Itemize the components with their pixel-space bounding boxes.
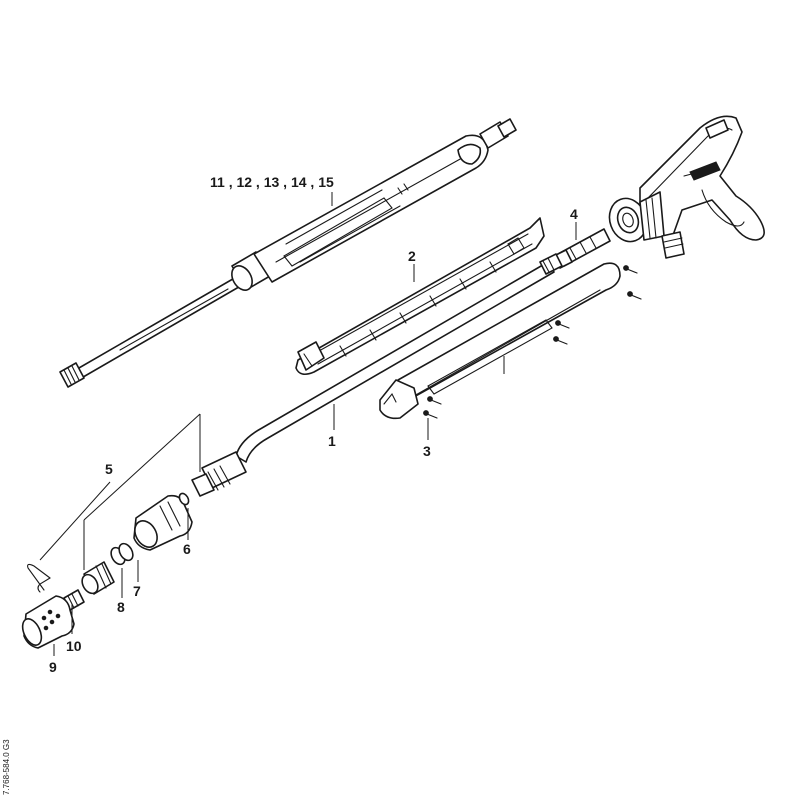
- callout-6: 6: [183, 541, 191, 557]
- callout-7: 7: [133, 583, 141, 599]
- nozzle-body-8: [81, 561, 115, 595]
- o-ring-7-pair: [110, 542, 134, 566]
- callout-10: 10: [66, 638, 82, 654]
- screw-5: [427, 396, 442, 405]
- screw-set: [423, 265, 642, 419]
- callout-5: 5: [105, 461, 113, 477]
- screw-2: [627, 291, 642, 300]
- callout-labels: 11 , 12 , 13 , 14 , 15 2 4 1 3 5 6 7 8 1…: [49, 174, 578, 675]
- callout-4: 4: [570, 206, 578, 222]
- callout-9: 9: [49, 659, 57, 675]
- spring-clip-5: [27, 563, 51, 593]
- leader-lines: [39, 192, 577, 656]
- o-ring-small: [178, 492, 190, 506]
- nozzle-cover-6: [133, 494, 193, 551]
- screw-3: [555, 320, 570, 329]
- lower-handle-shell: [379, 262, 621, 420]
- screw-4: [553, 336, 568, 345]
- document-id: 7.768-584.0 G3: [2, 739, 11, 795]
- handle-half-shell: [295, 217, 545, 376]
- lance-tube: [191, 253, 563, 497]
- nozzle-cap-9: [21, 595, 75, 649]
- connector-nipple: [553, 228, 611, 269]
- callout-11-15: 11 , 12 , 13 , 14 , 15: [210, 174, 334, 190]
- screw-1: [623, 265, 638, 274]
- callout-3: 3: [423, 443, 431, 459]
- upper-lance-assembly: [59, 118, 517, 388]
- trigger-gun: [608, 115, 765, 259]
- callout-8: 8: [117, 599, 125, 615]
- screw-6: [423, 410, 438, 419]
- callout-2: 2: [408, 248, 416, 264]
- callout-1: 1: [328, 433, 336, 449]
